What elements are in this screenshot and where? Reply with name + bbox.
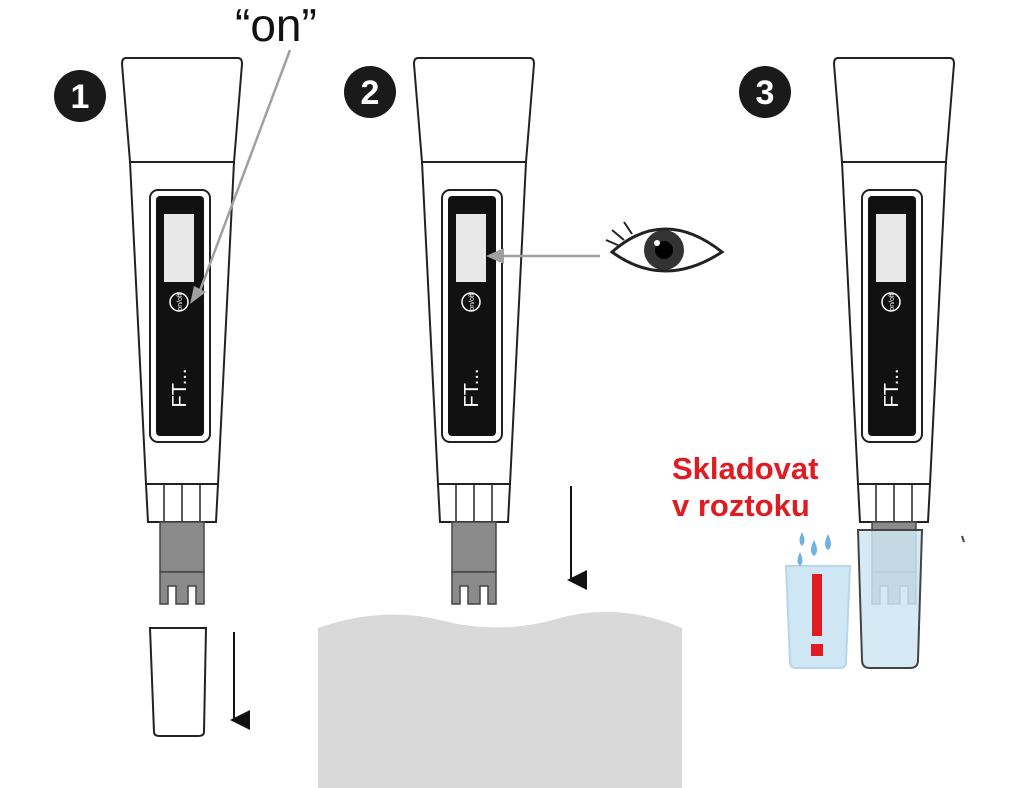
warning-exclamation-icon — [811, 574, 823, 656]
water-body — [318, 611, 682, 788]
step-1-number: 1 — [71, 78, 90, 116]
store-label-line-2: v roztoku — [672, 488, 810, 523]
droplets-icon — [797, 532, 831, 566]
stray-mark — [961, 535, 965, 543]
removed-cap — [148, 627, 208, 737]
pen-step-2: on/off FT... — [413, 57, 535, 605]
pen-3-model-label: FT... — [881, 369, 903, 408]
pen-1-model-label: FT... — [169, 369, 191, 408]
step-2-number: 2 — [361, 74, 380, 112]
eye-icon — [605, 221, 725, 273]
pen-step-1: on/off FT... — [121, 57, 243, 605]
on-annotation-label: “on” — [235, 0, 317, 51]
pen-3-button-label: on/off — [889, 293, 896, 310]
pen-2-button-label: on/off — [469, 293, 476, 310]
step-2-badge: 2 — [344, 66, 396, 118]
store-in-solution-label: Skladovat v roztoku — [672, 450, 847, 524]
store-label-line-1: Skladovat — [672, 451, 819, 486]
on-pointer-arrowhead — [190, 286, 206, 304]
sight-arrowhead — [486, 248, 504, 264]
pen-1-button-label: on/off — [177, 293, 184, 310]
step-3-number: 3 — [756, 74, 775, 112]
step-3-badge: 3 — [739, 66, 791, 118]
pen-step-3: on/off FT... — [833, 57, 955, 605]
step-1-badge: 1 — [54, 70, 106, 122]
on-pointer-line — [196, 49, 292, 297]
storage-cap-with-solution — [856, 529, 924, 669]
pen-2-model-label: FT... — [461, 369, 483, 408]
